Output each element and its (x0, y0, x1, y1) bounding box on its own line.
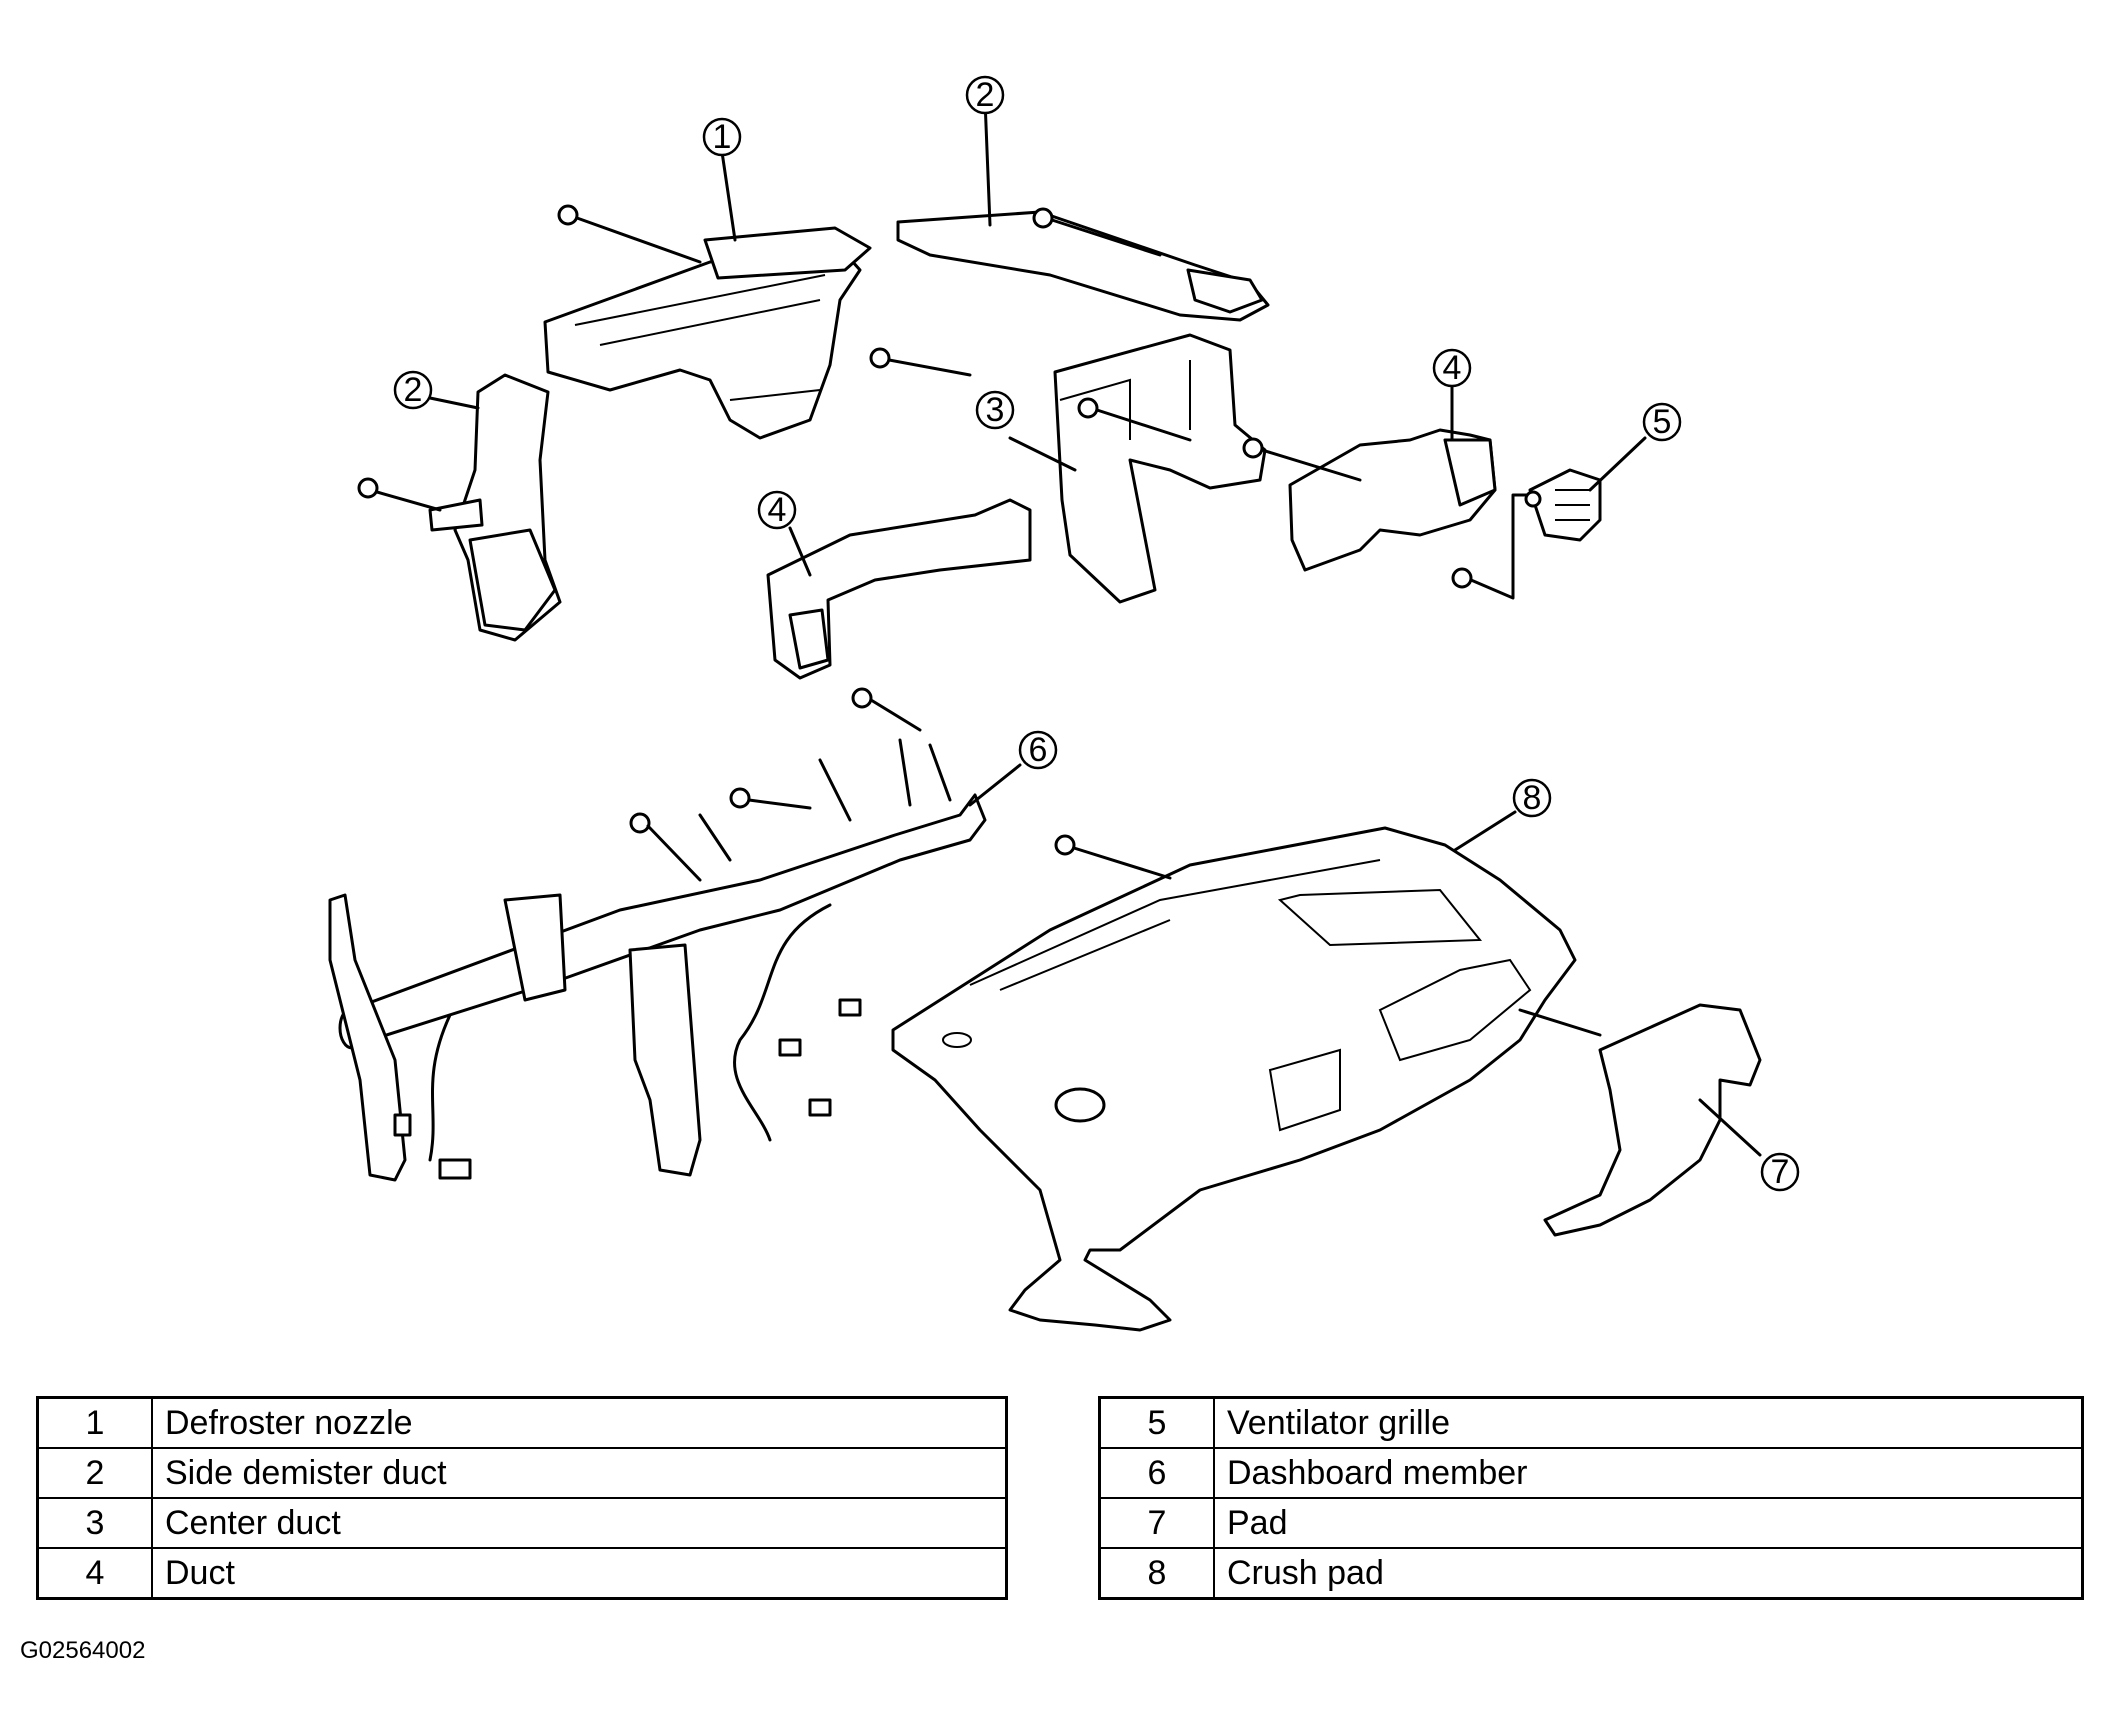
pad-part (1543, 1003, 1762, 1237)
legend-part-name: Side demister duct (151, 1447, 1008, 1499)
legend-part-name: Dashboard member (1213, 1447, 2084, 1499)
legend-part-name: Defroster nozzle (151, 1396, 1008, 1449)
callout-4-left: 4 (757, 490, 797, 530)
legend-part-name: Duct (151, 1547, 1008, 1600)
screws (357, 204, 1542, 856)
svg-text:3: 3 (986, 391, 1005, 429)
dashboard-member-part (328, 738, 987, 1182)
legend-part-name: Pad (1213, 1497, 2084, 1549)
callout-3: 3 (975, 390, 1015, 430)
svg-text:4: 4 (1443, 349, 1462, 387)
legend-number: 6 (1098, 1447, 1215, 1499)
legend-part-name: Center duct (151, 1497, 1008, 1549)
legend-number: 5 (1098, 1396, 1215, 1449)
duct-right-part (1288, 428, 1497, 572)
callout-4-right: 4 (1432, 348, 1472, 388)
legend-number: 1 (36, 1396, 153, 1449)
callout-2-upper: 2 (965, 75, 1005, 115)
center-duct-part (1053, 333, 1267, 604)
callout-7: 7 (1760, 1152, 1800, 1192)
svg-text:6: 6 (1029, 731, 1048, 769)
svg-text:2: 2 (976, 76, 995, 114)
svg-text:7: 7 (1771, 1153, 1790, 1191)
ventilator-grille-part (1528, 468, 1602, 542)
crush-pad-part (891, 826, 1577, 1332)
svg-text:2: 2 (404, 371, 423, 409)
legend-number: 4 (36, 1547, 153, 1600)
callout-6: 6 (1018, 730, 1058, 770)
legend-number: 8 (1098, 1547, 1215, 1600)
callout-2-left: 2 (393, 370, 433, 410)
leader-lines (375, 98, 1762, 1157)
callout-8: 8 (1512, 778, 1552, 818)
svg-text:4: 4 (768, 491, 787, 529)
side-demister-duct-left-part (428, 373, 562, 642)
callout-1: 1 (702, 117, 742, 157)
svg-text:8: 8 (1523, 779, 1542, 817)
legend-number: 7 (1098, 1497, 1215, 1549)
exploded-dashboard-diagram: 1 2 2 3 4 4 5 6 7 8 (328, 75, 1800, 1332)
legend-part-name: Crush pad (1213, 1547, 2084, 1600)
legend-part-name: Ventilator grille (1213, 1396, 2084, 1449)
svg-text:5: 5 (1653, 403, 1672, 441)
side-demister-duct-upper-part (896, 210, 1270, 322)
svg-text:1: 1 (713, 118, 732, 156)
callout-5: 5 (1642, 402, 1682, 442)
legend-number: 3 (36, 1497, 153, 1549)
duct-left-part (766, 498, 1032, 680)
figure-code: G02564002 (20, 1637, 146, 1664)
legend-number: 2 (36, 1447, 153, 1499)
defroster-nozzle-part (543, 226, 872, 440)
